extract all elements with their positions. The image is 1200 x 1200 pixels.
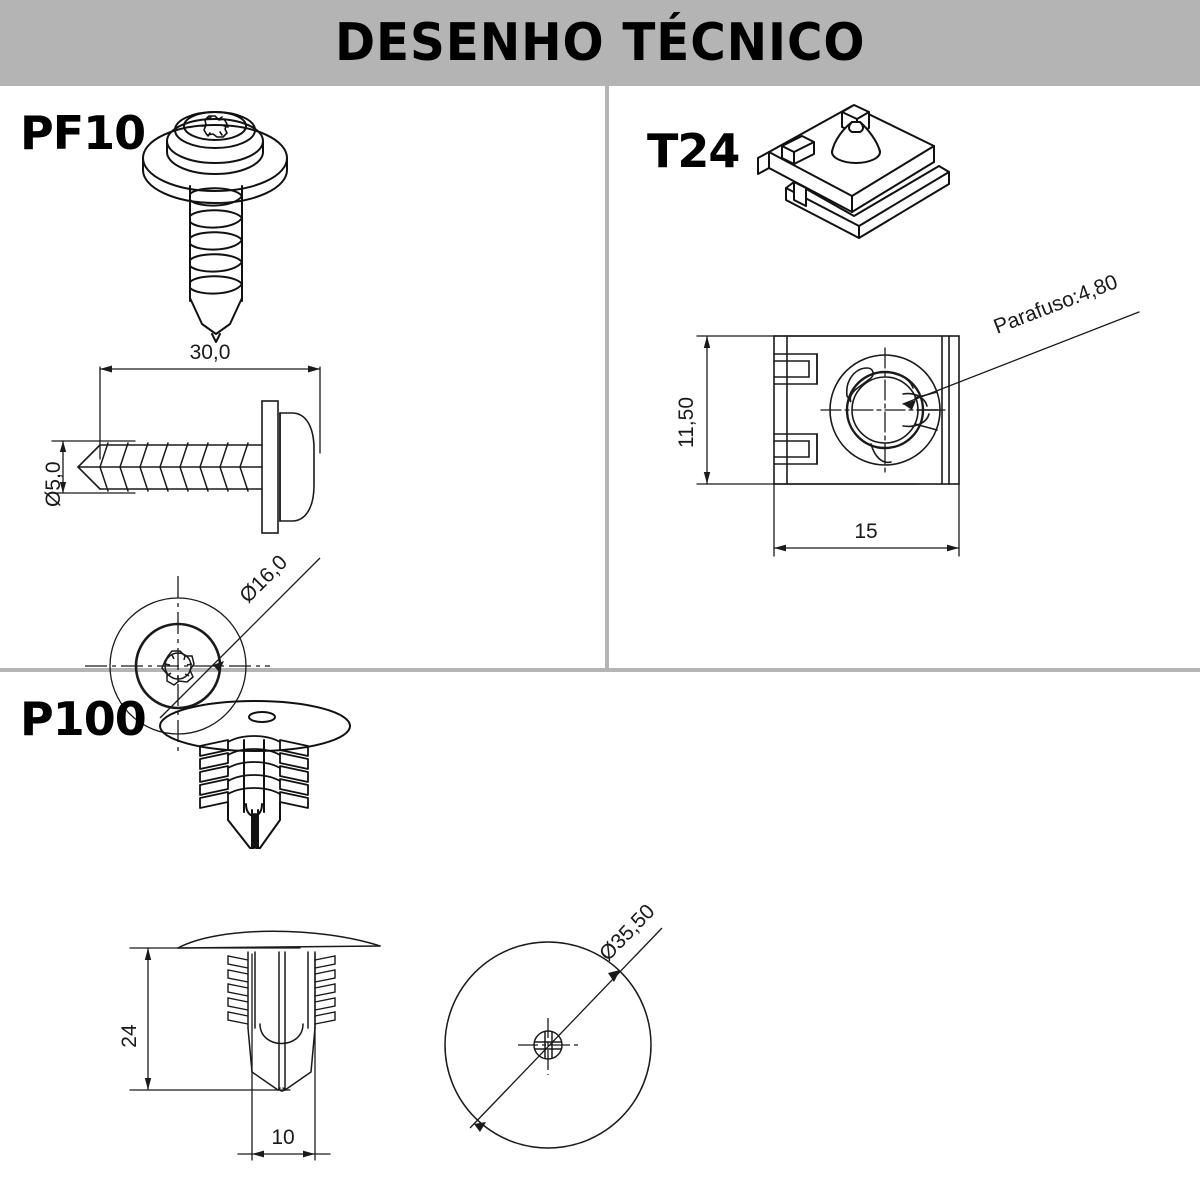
p100-isometric-view bbox=[159, 700, 351, 849]
dimension-width-15 bbox=[773, 483, 960, 557]
p100-side-section-view: 24 10 bbox=[118, 930, 381, 1161]
pf10-side-section-view: 30,0 Ø5,0 bbox=[42, 341, 321, 534]
panel-label-t24: T24 bbox=[647, 124, 740, 178]
thread-hole bbox=[829, 354, 941, 466]
pf10-top-view: Ø16,0 bbox=[85, 551, 321, 754]
panel-p100: P100 bbox=[0, 672, 1200, 1200]
t24-screw-note: Parafuso:4,80 bbox=[991, 270, 1121, 338]
dimension-height-24 bbox=[129, 947, 301, 1091]
p100-top-view: Ø35,50 bbox=[444, 900, 663, 1149]
torx-recess-icon bbox=[200, 115, 229, 138]
dimension-label-dia16: Ø16,0 bbox=[235, 551, 292, 608]
dimension-label-24: 24 bbox=[118, 1024, 141, 1048]
panel-pf10: PF10 bbox=[0, 86, 605, 754]
page-title: DESENHO TÉCNICO bbox=[334, 13, 866, 73]
panel-label-p100: P100 bbox=[20, 692, 147, 746]
t24-front-view: 11,50 15 bbox=[675, 311, 1140, 557]
dimension-label-15: 15 bbox=[854, 520, 877, 543]
panel-t24: T24 bbox=[609, 86, 1200, 668]
head-circle bbox=[444, 941, 652, 1149]
panel-label-pf10: PF10 bbox=[20, 106, 146, 160]
centerlines bbox=[85, 576, 270, 754]
washer-circle bbox=[109, 597, 247, 735]
note-label-parafuso: Parafuso:4,80 bbox=[991, 270, 1121, 338]
note-leader-parafuso bbox=[902, 311, 1140, 410]
dimension-label-1150: 11,50 bbox=[675, 397, 698, 448]
center-boss bbox=[533, 1030, 563, 1060]
pf10-isometric-view bbox=[142, 111, 288, 343]
dimension-label-dia3550: Ø35,50 bbox=[595, 900, 659, 965]
dimension-label-10: 10 bbox=[271, 1126, 294, 1149]
torx-recess-icon bbox=[161, 650, 195, 686]
dimension-label-30: 30,0 bbox=[190, 341, 231, 364]
t24-isometric-view bbox=[757, 104, 950, 239]
panel-divider-vertical bbox=[605, 86, 609, 672]
header-band: DESENHO TÉCNICO bbox=[0, 0, 1200, 86]
dimension-head-dia-3550 bbox=[469, 927, 663, 1132]
centerlines bbox=[518, 1018, 580, 1075]
dimension-label-dia5: Ø5,0 bbox=[42, 461, 65, 507]
dimension-shank-dia-5 bbox=[51, 440, 136, 494]
dimension-head-dia-16 bbox=[159, 557, 321, 719]
panel-divider-horizontal bbox=[0, 668, 1200, 672]
dimension-length-30 bbox=[99, 365, 321, 460]
